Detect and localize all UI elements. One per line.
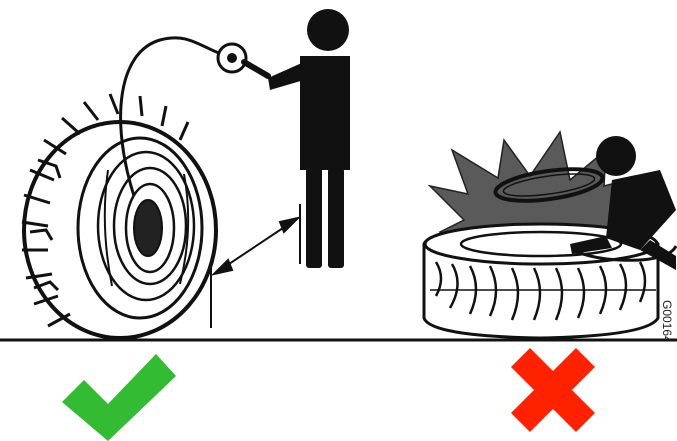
pressure-gauge-icon: [218, 44, 268, 76]
cross-icon: [511, 348, 595, 432]
figure-code-label: G0016492: [662, 300, 676, 340]
figure-code-text: G0016492: [662, 300, 674, 340]
correct-procedure-scene: [22, 9, 350, 338]
checkmark-icon: [62, 354, 176, 441]
upright-tire: [22, 94, 216, 338]
safe-distance-indicator: [211, 204, 300, 328]
incorrect-procedure-scene: [424, 132, 676, 338]
